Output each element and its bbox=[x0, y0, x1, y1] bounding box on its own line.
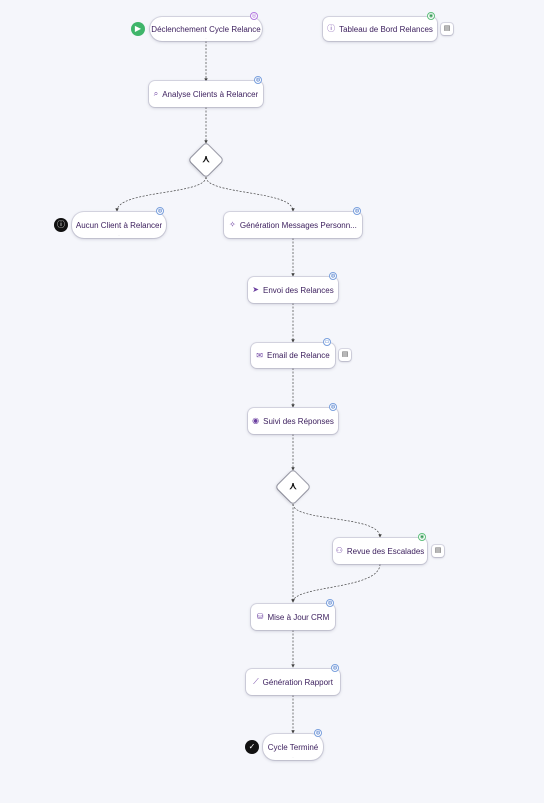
service-type-icon: ◍ bbox=[329, 403, 337, 411]
edge-decision1-generation bbox=[205, 176, 295, 212]
node-generation[interactable]: ✧ Génération Messages Personn... bbox=[224, 212, 362, 238]
document-icon[interactable]: ▤ bbox=[432, 545, 444, 557]
user-type-icon: ◉ bbox=[418, 533, 426, 541]
service-type-icon: ◍ bbox=[353, 207, 361, 215]
decision-gateway-2[interactable]: ⋏ bbox=[276, 470, 310, 504]
node-subtitle-decoration: · · bbox=[291, 755, 295, 759]
node-send[interactable]: ➤ Envoi des Relances bbox=[248, 277, 338, 303]
node-subtitle-decoration: · · bbox=[204, 36, 208, 40]
send-icon: ➤ bbox=[252, 285, 259, 294]
node-report[interactable]: ⟋ Génération Rapport bbox=[246, 669, 340, 695]
node-label: Email de Relance bbox=[267, 351, 330, 360]
node-label: Envoi des Relances bbox=[262, 285, 334, 295]
node-email[interactable]: ✉ Email de Relance bbox=[251, 343, 335, 368]
service-type-icon: ◍ bbox=[331, 664, 339, 672]
start-play-icon[interactable]: ▶ bbox=[131, 22, 145, 36]
service-type-icon: ◍ bbox=[254, 76, 262, 84]
document-icon[interactable]: ▤ bbox=[441, 23, 453, 35]
message-type-icon: ▭ bbox=[323, 338, 331, 346]
node-crm[interactable]: ⛁ Mise à Jour CRM bbox=[251, 604, 335, 630]
node-label: Revue des Escalades bbox=[346, 546, 425, 556]
node-label: Mise à Jour CRM bbox=[267, 612, 330, 622]
node-label: Cycle Terminé bbox=[267, 742, 319, 752]
node-analysis[interactable]: ⌕ Analyse Clients à Relancer bbox=[149, 81, 263, 107]
end-info-icon[interactable]: ⓘ bbox=[54, 218, 68, 232]
node-no-client[interactable]: Aucun Client à Relancer · · bbox=[72, 212, 166, 238]
magic-wand-icon: ✧ bbox=[229, 220, 236, 229]
end-check-icon[interactable]: ✓ bbox=[245, 740, 259, 754]
mail-icon: ✉ bbox=[256, 350, 263, 360]
service-type-icon: ◍ bbox=[156, 207, 164, 215]
user-review-icon: ⚇ bbox=[335, 546, 343, 555]
node-escalation[interactable]: ⚇ Revue des Escalades bbox=[333, 538, 427, 564]
eye-icon: ◉ bbox=[252, 416, 260, 425]
node-label: Génération Rapport bbox=[262, 677, 333, 687]
decision-gateway-1[interactable]: ⋏ bbox=[189, 143, 223, 177]
info-icon: ⓘ bbox=[327, 24, 336, 33]
edge-decision1-noclient bbox=[115, 176, 207, 212]
service-type-icon: ◍ bbox=[329, 272, 337, 280]
search-icon: ⌕ bbox=[153, 89, 159, 98]
node-trigger[interactable]: Déclenchement Cycle Relance · · bbox=[150, 17, 262, 41]
user-type-icon: ◉ bbox=[427, 12, 435, 20]
service-type-icon: ◍ bbox=[326, 599, 334, 607]
node-done[interactable]: Cycle Terminé · · bbox=[263, 734, 323, 760]
node-dashboard[interactable]: ⓘ Tableau de Bord Relances bbox=[323, 17, 437, 41]
edge-escalation-crm bbox=[291, 563, 381, 603]
node-label: Déclenchement Cycle Relance bbox=[151, 24, 261, 34]
split-icon: ⋏ bbox=[202, 154, 210, 165]
node-label: Analyse Clients à Relancer bbox=[162, 89, 259, 99]
edge-decision2-escalation bbox=[292, 503, 382, 538]
node-followup[interactable]: ◉ Suivi des Réponses bbox=[248, 408, 338, 434]
node-label: Tableau de Bord Relances bbox=[339, 24, 433, 34]
service-type-icon: ◍ bbox=[314, 729, 322, 737]
node-label: Génération Messages Personn... bbox=[239, 220, 357, 230]
document-icon[interactable]: ▤ bbox=[339, 349, 351, 361]
node-label: Suivi des Réponses bbox=[263, 416, 334, 426]
split-icon: ⋏ bbox=[289, 481, 297, 492]
chart-icon: ⟋ bbox=[253, 677, 259, 686]
node-label: Aucun Client à Relancer bbox=[75, 220, 163, 230]
trigger-type-icon: ◎ bbox=[250, 12, 258, 20]
node-subtitle-decoration: · · bbox=[117, 233, 121, 237]
database-icon: ⛁ bbox=[256, 612, 264, 621]
